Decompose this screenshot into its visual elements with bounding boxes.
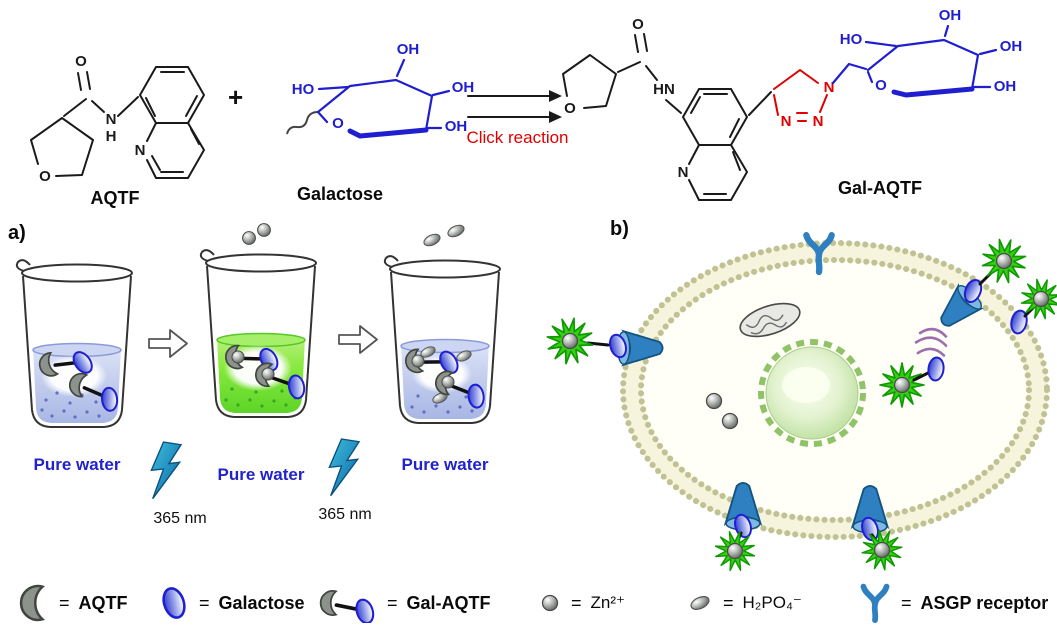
- legend-item-gal-aqtf: = Gal-AQTF: [312, 580, 491, 626]
- legend-item-aqtf: = AQTF: [10, 580, 128, 626]
- panel-a-label: a): [8, 222, 26, 244]
- atom-label: O: [332, 115, 344, 132]
- zn-ion: [242, 231, 256, 245]
- endoplasmic-reticulum: [914, 327, 948, 357]
- beaker-3: [383, 255, 501, 424]
- legend-label: ASGP receptor: [920, 592, 1049, 613]
- legend-item-asgp: = ASGP receptor: [858, 580, 1048, 626]
- atom-label: OH: [1000, 38, 1023, 55]
- gal-aqtf-icon: [312, 583, 378, 623]
- panel-b: [542, 215, 1057, 575]
- phosphate-ion: [421, 231, 443, 249]
- atom-label: OH: [445, 118, 468, 135]
- beaker-1: [15, 259, 133, 428]
- zn-ion: [721, 412, 739, 430]
- legend-item-zn: = Zn²⁺: [538, 580, 625, 626]
- atom-label: O: [632, 16, 644, 33]
- phosphate-icon: [688, 593, 712, 613]
- zn-ion: [231, 350, 245, 364]
- galactose-structure: O HO OH OH OH: [286, 39, 476, 139]
- gal-aqtf-label: Gal-AQTF: [838, 178, 922, 198]
- uv-wavelength-label: 365 nm: [318, 506, 372, 523]
- atom-label: O: [875, 77, 887, 94]
- step-arrow: [148, 329, 188, 358]
- zn-ion: [705, 392, 723, 410]
- equals-sign: =: [199, 592, 210, 613]
- triazole-ring: N N N: [773, 69, 836, 132]
- step-arrow: [338, 325, 378, 354]
- zn-ion: [411, 354, 425, 368]
- phosphate-ion: [445, 222, 467, 240]
- atom-label: N: [678, 164, 689, 181]
- atom-label: OH: [939, 7, 962, 24]
- galactose-label: Galactose: [296, 184, 384, 204]
- equals-sign: =: [59, 592, 70, 613]
- legend-label: Galactose: [218, 592, 305, 613]
- panel-b-label: b): [610, 218, 629, 240]
- beaker-1-caption: Pure water: [33, 455, 121, 474]
- zn-ion: [441, 375, 455, 389]
- aqtf-crescent-icon: [19, 584, 44, 622]
- legend-item-phosphate: = H₂PO₄⁻: [686, 580, 802, 626]
- speckles: [224, 387, 297, 408]
- galactose-icon: [158, 584, 190, 622]
- plus-sign: +: [228, 82, 244, 112]
- atom-label: H: [106, 128, 117, 145]
- click-reaction-label: Click reaction: [466, 128, 569, 147]
- reaction-scheme: O O N H N O HO OH OH OH: [30, 5, 1024, 201]
- atom-label: HO: [292, 81, 315, 98]
- atom-label: N: [781, 113, 792, 130]
- legend-label: Zn²⁺: [590, 593, 625, 612]
- atom-label: N: [813, 113, 824, 130]
- atom-label: O: [75, 53, 87, 70]
- atom-label: O: [564, 100, 576, 117]
- equals-sign: =: [901, 592, 912, 613]
- equals-sign: =: [723, 592, 734, 613]
- reaction-arrows: [467, 90, 562, 123]
- uv-bolt-icon: [150, 441, 182, 500]
- uv-bolt-icon: [328, 438, 360, 497]
- atom-label: OH: [994, 78, 1017, 95]
- atom-label: N: [135, 142, 146, 159]
- atom-label: O: [39, 168, 51, 185]
- zn-ion: [261, 367, 275, 381]
- fluorescent-probe: [710, 526, 760, 575]
- mitochondrion: [739, 302, 801, 338]
- atom-label: HN: [653, 81, 675, 98]
- atom-label: OH: [397, 41, 420, 58]
- panel-a: [15, 222, 501, 500]
- gal-aqtf-structure: O O HN N N N N O: [562, 5, 1024, 201]
- fluorescent-probe: [542, 313, 598, 369]
- squiggle-bond: [286, 111, 319, 135]
- equals-sign: =: [387, 592, 398, 613]
- atom-label: HO: [840, 31, 863, 48]
- beaker-2: [199, 249, 317, 418]
- zn-sphere-icon: [541, 594, 559, 612]
- product-sugar-ring: O HO OH OH OH: [838, 5, 1024, 98]
- aqtf-structure: O O N H N: [30, 51, 205, 187]
- nucleus: [758, 339, 866, 447]
- equals-sign: =: [571, 592, 582, 613]
- asgp-receptor-icon: [858, 582, 892, 624]
- uv-wavelength-label: 365 nm: [153, 510, 207, 527]
- atom-label: N: [106, 111, 117, 128]
- legend-label: AQTF: [78, 592, 128, 613]
- zn-ion: [257, 223, 271, 237]
- legend-label: H₂PO₄⁻: [742, 593, 802, 612]
- atom-label: OH: [452, 79, 475, 96]
- beaker-2-caption: Pure water: [217, 465, 305, 484]
- beaker-3-caption: Pure water: [401, 455, 489, 474]
- legend-label: Gal-AQTF: [406, 592, 491, 613]
- aqtf-label: AQTF: [90, 188, 140, 208]
- legend-item-galactose: = Galactose: [158, 580, 305, 626]
